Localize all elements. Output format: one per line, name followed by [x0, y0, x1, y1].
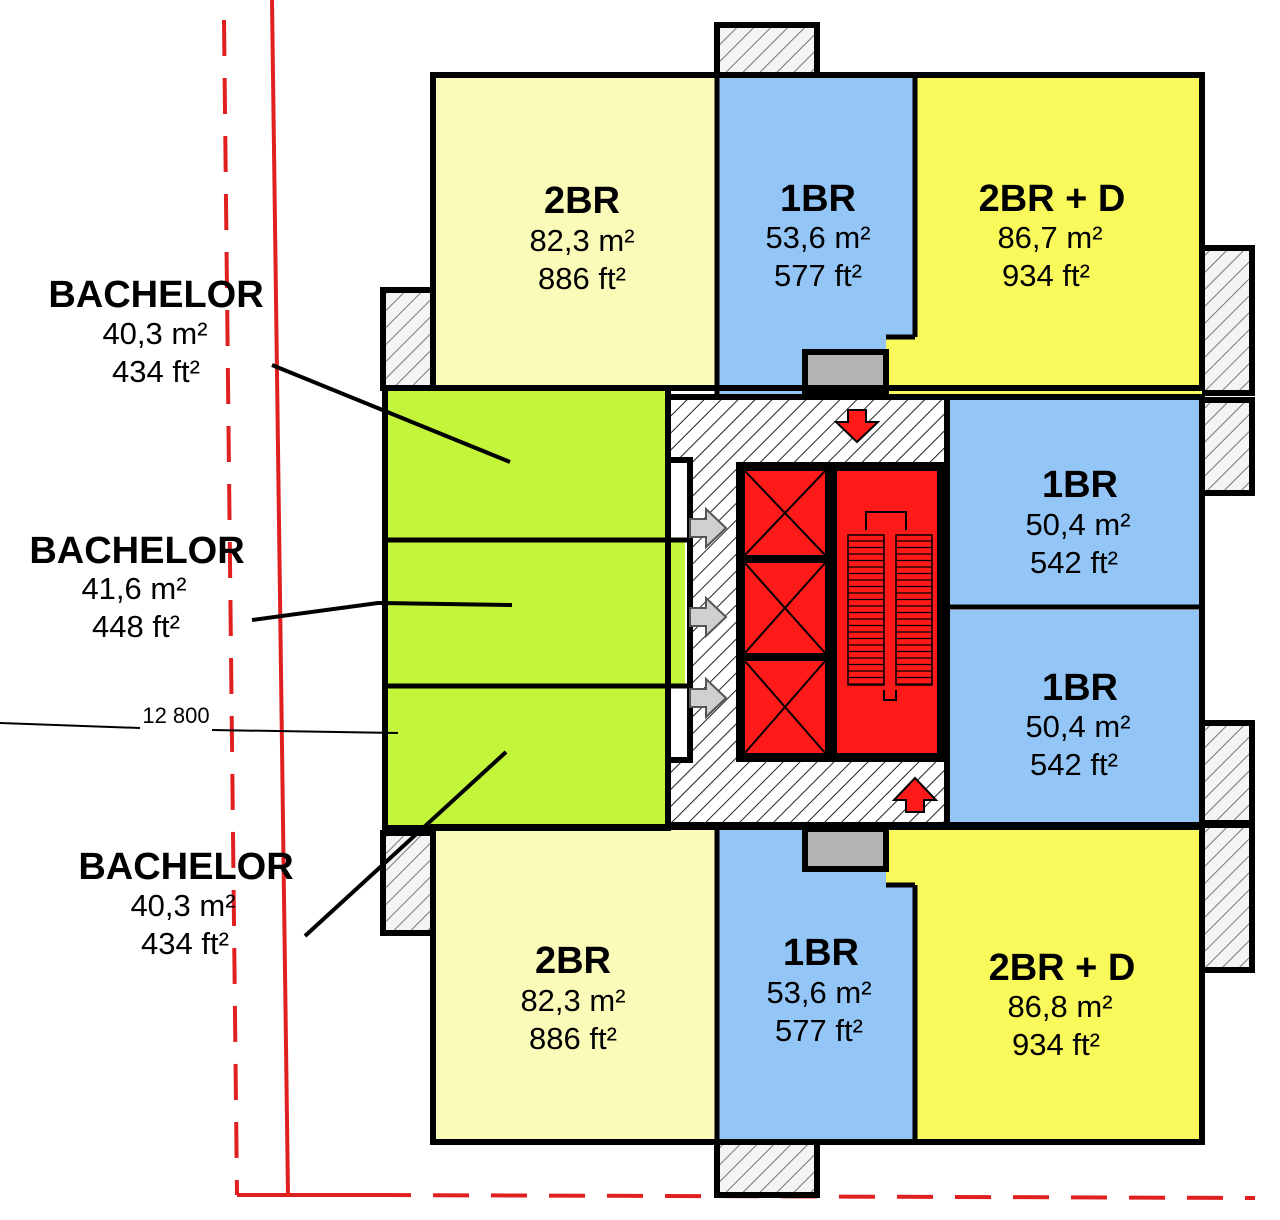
unit-fill-right-upper	[950, 400, 1202, 607]
unit-area-m2: 82,3 m²	[520, 983, 625, 1018]
entry-arrow-icon	[891, 776, 939, 813]
balcony-right-3	[1197, 720, 1255, 826]
leader-line-bachelor-2	[251, 600, 513, 622]
door-arrow-icon	[689, 595, 728, 639]
bachelor-label-3: BACHELOR 40,3 m² 434 ft²	[78, 846, 293, 961]
unit-area-ft2: 934 ft²	[1012, 1027, 1100, 1062]
leader-line-bachelor-1	[271, 363, 511, 464]
unit-label-right-upper: 1BR 50,4 m² 542 ft²	[1025, 464, 1130, 580]
dimension-line	[211, 729, 399, 734]
unit-area-m2: 86,8 m²	[1007, 989, 1112, 1024]
unit-area-ft2: 434 ft²	[112, 354, 200, 389]
bachelor-label-1: BACHELOR 40,3 m² 434 ft²	[48, 274, 263, 389]
dimension-label: 12 800	[142, 703, 209, 728]
unit-area-ft2: 577 ft²	[774, 258, 862, 293]
unit-area-ft2: 542 ft²	[1030, 545, 1118, 580]
elevator-icon	[743, 469, 827, 755]
unit-area-ft2: 934 ft²	[1002, 258, 1090, 293]
stair-tread-lines	[848, 540, 932, 685]
unit-type-label: 1BR	[780, 178, 856, 220]
unit-area-m2: 86,7 m²	[997, 220, 1102, 255]
walls	[382, 72, 1205, 1145]
service-closet-bottom	[802, 826, 889, 872]
unit-area-ft2: 542 ft²	[1030, 747, 1118, 782]
unit-type-label: 1BR	[783, 932, 859, 974]
bachelor-label-2: BACHELOR 41,6 m² 448 ft²	[29, 530, 244, 644]
unit-type-label: 2BR	[535, 940, 611, 982]
stair-steps-right	[895, 534, 933, 686]
unit-label-bottom-right: 2BR + D 86,8 m² 934 ft²	[989, 947, 1136, 1062]
unit-label-top-center: 1BR 53,6 m² 577 ft²	[765, 178, 870, 293]
unit-area-m2: 40,3 m²	[130, 888, 235, 923]
door-arrow-icon	[689, 506, 728, 550]
unit-fill-bachelor-1	[385, 388, 668, 540]
unit-fill-bachelor-3	[385, 686, 668, 828]
unit-fill-top-left	[433, 75, 717, 388]
door-arrow-icon	[689, 676, 728, 720]
unit-area-ft2: 448 ft²	[92, 609, 180, 644]
unit-type-label: BACHELOR	[48, 274, 263, 316]
unit-fill-bachelor-2	[385, 540, 685, 686]
balconies	[380, 22, 1255, 1198]
unit-type-label: 2BR	[544, 180, 620, 222]
unit-type-label: 2BR + D	[979, 178, 1126, 220]
unit-area-ft2: 577 ft²	[775, 1013, 863, 1048]
unit-label-bottom-center: 1BR 53,6 m² 577 ft²	[766, 932, 871, 1048]
leader-lines	[0, 363, 513, 938]
balcony-top	[714, 22, 820, 78]
door-arrows	[689, 506, 728, 720]
unit-area-ft2: 434 ft²	[141, 926, 229, 961]
unit-area-m2: 53,6 m²	[765, 220, 870, 255]
unit-area-m2: 41,6 m²	[81, 571, 186, 606]
unit-fill-bottom-right	[886, 827, 1202, 1142]
balcony-left-upper	[380, 287, 436, 391]
unit-type-label: 1BR	[1042, 464, 1118, 506]
unit-fill-right-lower	[950, 610, 1202, 823]
unit-fill-bottom-center	[717, 827, 915, 1142]
unit-type-label: BACHELOR	[78, 846, 293, 888]
unit-label-bottom-left: 2BR 82,3 m² 886 ft²	[520, 940, 625, 1056]
unit-fill-top-right	[886, 75, 1202, 397]
balcony-left-lower	[380, 830, 436, 936]
unit-fills	[385, 75, 1202, 1142]
stair-icon	[835, 469, 939, 755]
unit-area-m2: 40,3 m²	[102, 316, 207, 351]
stair-steps-left	[847, 534, 885, 686]
unit-label-right-lower: 1BR 50,4 m² 542 ft²	[1025, 667, 1130, 782]
unit-type-label: BACHELOR	[29, 530, 244, 572]
unit-area-ft2: 886 ft²	[529, 1021, 617, 1056]
property-line-left-dashed	[222, 19, 239, 1196]
dimension-line	[0, 722, 141, 729]
balcony-right-4	[1197, 822, 1255, 973]
unit-fill-bottom-left	[433, 827, 717, 1142]
leader-line-bachelor-3	[303, 750, 508, 938]
property-line-left-solid	[270, 0, 290, 1196]
unit-type-label: 1BR	[1042, 667, 1118, 709]
unit-fill-top-center	[717, 75, 915, 395]
unit-area-m2: 50,4 m²	[1025, 709, 1130, 744]
balcony-right-2	[1197, 397, 1255, 496]
unit-type-label: 2BR + D	[989, 947, 1136, 989]
unit-area-m2: 82,3 m²	[529, 223, 634, 258]
unit-area-ft2: 886 ft²	[538, 261, 626, 296]
unit-label-top-right: 2BR + D 86,7 m² 934 ft²	[979, 178, 1126, 293]
balcony-bottom	[714, 1137, 820, 1198]
unit-area-m2: 53,6 m²	[766, 975, 871, 1010]
exit-arrow-icon	[833, 409, 881, 444]
unit-label-top-left: 2BR 82,3 m² 886 ft²	[529, 180, 634, 296]
core	[736, 462, 946, 762]
unit-area-m2: 50,4 m²	[1025, 507, 1130, 542]
balcony-right-1	[1197, 245, 1255, 396]
